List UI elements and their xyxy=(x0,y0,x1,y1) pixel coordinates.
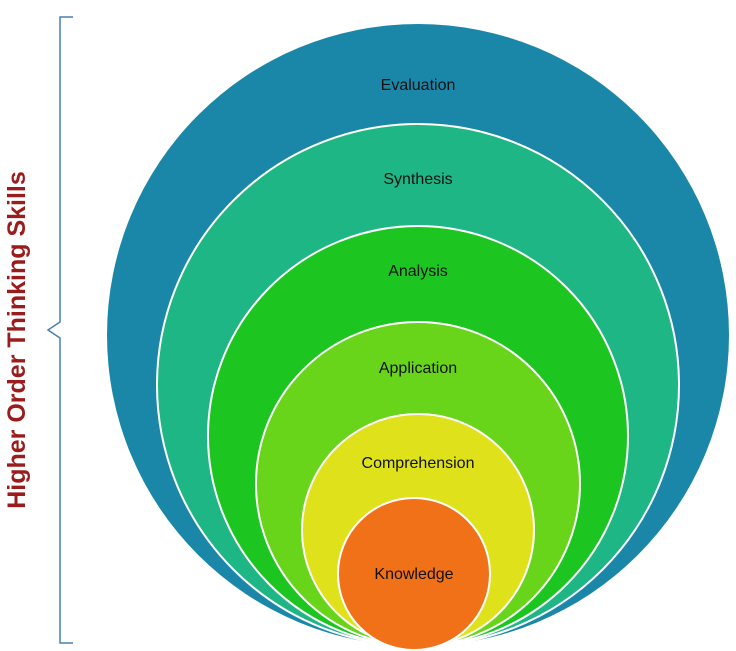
label-comprehension: Comprehension xyxy=(362,455,475,472)
label-application: Application xyxy=(379,360,457,377)
label-analysis: Analysis xyxy=(388,263,448,280)
ring-labels-group: EvaluationSynthesisAnalysisApplicationCo… xyxy=(362,77,475,583)
label-synthesis: Synthesis xyxy=(383,171,452,188)
left-bracket xyxy=(46,16,73,644)
label-knowledge: Knowledge xyxy=(374,566,453,583)
side-label: Higher Order Thinking Skills xyxy=(3,171,31,509)
ring-knowledge xyxy=(337,497,491,651)
rings-group xyxy=(107,24,729,651)
label-evaluation: Evaluation xyxy=(381,77,456,94)
